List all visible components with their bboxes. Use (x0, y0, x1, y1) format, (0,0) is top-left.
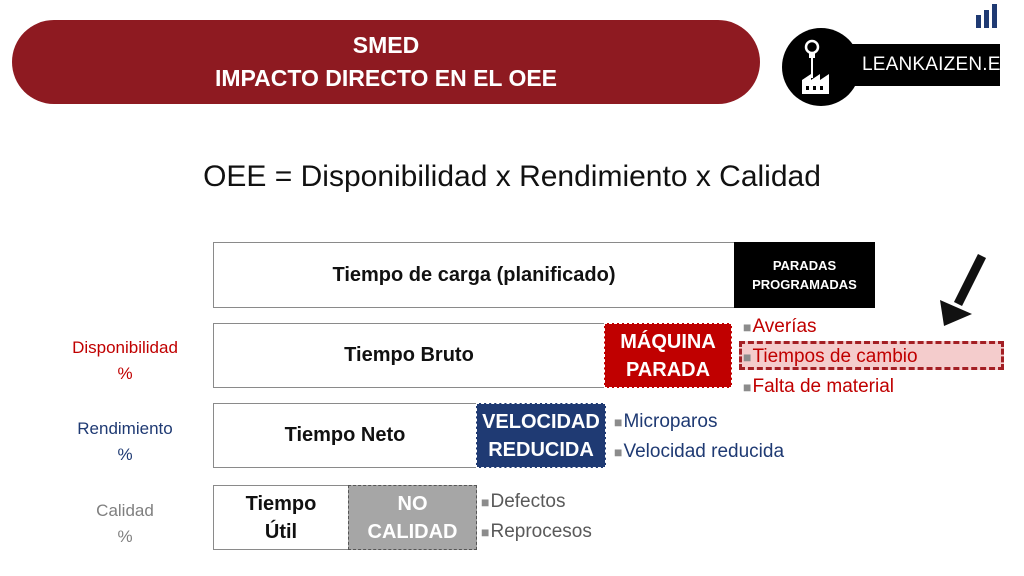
list-item: ■Defectos (481, 491, 566, 512)
tiempo-carga-box: Tiempo de carga (planificado) (213, 242, 735, 308)
disponibilidad-text: Disponibilidad (72, 338, 178, 357)
tiempo-util-line-1: Tiempo (245, 492, 317, 515)
rendimiento-unit: % (117, 445, 133, 464)
tiempo-neto-label: Tiempo Neto (284, 424, 406, 446)
velocidad-reducida-segment: VELOCIDAD REDUCIDA (476, 403, 606, 468)
tiempo-carga-label: Tiempo de carga (planificado) (332, 263, 616, 286)
maquina-line-1: MÁQUINA (620, 330, 716, 353)
logo-badge (782, 28, 860, 106)
logo-text: LEANKAIZEN.ES (862, 54, 1014, 75)
lightbulb-factory-icon (802, 39, 829, 94)
bar-chart-icon (976, 4, 997, 28)
util-causes-list: ■Defectos ■Reprocesos (481, 487, 592, 547)
tiempo-bruto-label: Tiempo Bruto (344, 344, 474, 366)
list-item: ■Velocidad reducida (614, 441, 785, 462)
calidad-label: Calidad % (50, 498, 200, 550)
paradas-line-1: PARADAS (772, 258, 837, 273)
no-calidad-line-2: CALIDAD (367, 520, 458, 543)
calidad-unit: % (117, 527, 133, 546)
bruto-causes-list: ■Averías ■Tiempos de cambio ■Falta de ma… (743, 312, 918, 402)
neto-causes-list: ■Microparos ■Velocidad reducida (614, 407, 784, 467)
tiempo-util-line-2: Útil (264, 520, 298, 543)
calidad-text: Calidad (96, 501, 154, 520)
list-item: ■Tiempos de cambio (743, 346, 918, 367)
list-item: ■Reprocesos (481, 521, 592, 542)
title-banner: SMED IMPACTO DIRECTO EN EL OEE (12, 20, 760, 104)
oee-formula: OEE = Disponibilidad x Rendimiento x Cal… (203, 160, 821, 193)
list-item: ■Averías (743, 316, 817, 337)
rendimiento-label: Rendimiento % (50, 416, 200, 468)
tiempos-cambio-highlight (739, 341, 1004, 370)
disponibilidad-unit: % (117, 364, 133, 383)
no-calidad-line-1: NO (397, 492, 428, 515)
disponibilidad-label: Disponibilidad % (50, 335, 200, 387)
rendimiento-text: Rendimiento (77, 419, 173, 438)
list-item: ■Microparos (614, 411, 718, 432)
list-item: ■Falta de material (743, 376, 894, 397)
paradas-line-2: PROGRAMADAS (752, 277, 857, 292)
no-calidad-segment: NO CALIDAD (348, 485, 477, 550)
paradas-programadas-segment: PARADAS PROGRAMADAS (734, 242, 875, 308)
maquina-line-2: PARADA (625, 358, 711, 381)
tiempo-neto-box: Tiempo Neto (213, 403, 477, 468)
maquina-parada-segment: MÁQUINA PARADA (604, 323, 732, 388)
tiempo-util-box: Tiempo Útil (213, 485, 349, 550)
tiempo-bruto-box: Tiempo Bruto (213, 323, 605, 388)
velocidad-line-2: REDUCIDA (488, 438, 594, 461)
title-line-2: IMPACTO DIRECTO EN EL OEE (214, 65, 558, 91)
velocidad-line-1: VELOCIDAD (482, 410, 600, 433)
title-line-1: SMED (352, 32, 420, 58)
arrow-icon (940, 253, 987, 326)
